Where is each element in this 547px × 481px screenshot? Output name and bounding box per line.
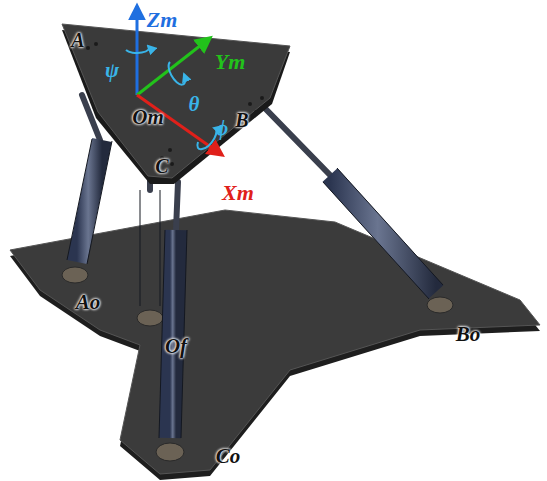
theta-arc — [169, 62, 186, 85]
angle-label: θ — [189, 94, 200, 115]
joint-label: A — [71, 30, 84, 50]
joint-label: Co — [216, 446, 241, 467]
z-axis — [136, 6, 139, 95]
phi-arc — [197, 128, 216, 149]
axis-label: Xm — [222, 182, 254, 204]
point-label: Om — [132, 107, 164, 128]
joint-label: B — [235, 110, 248, 130]
axis-label: Zm — [147, 9, 178, 31]
mount-holes — [78, 40, 264, 166]
joint-label: Bo — [456, 324, 481, 345]
angle-label: ψ — [105, 60, 119, 81]
base-joints — [62, 267, 453, 461]
joint-label: Ao — [76, 292, 101, 313]
axis-label: Ym — [215, 51, 246, 73]
psi-arc — [126, 46, 149, 53]
leg-outlines — [67, 139, 443, 438]
leg-cylinders — [77, 140, 436, 438]
joint-label: C — [155, 156, 168, 176]
angle-label: ϕ — [216, 118, 228, 139]
top-plate — [62, 24, 290, 178]
joint-label: Of — [165, 336, 187, 357]
